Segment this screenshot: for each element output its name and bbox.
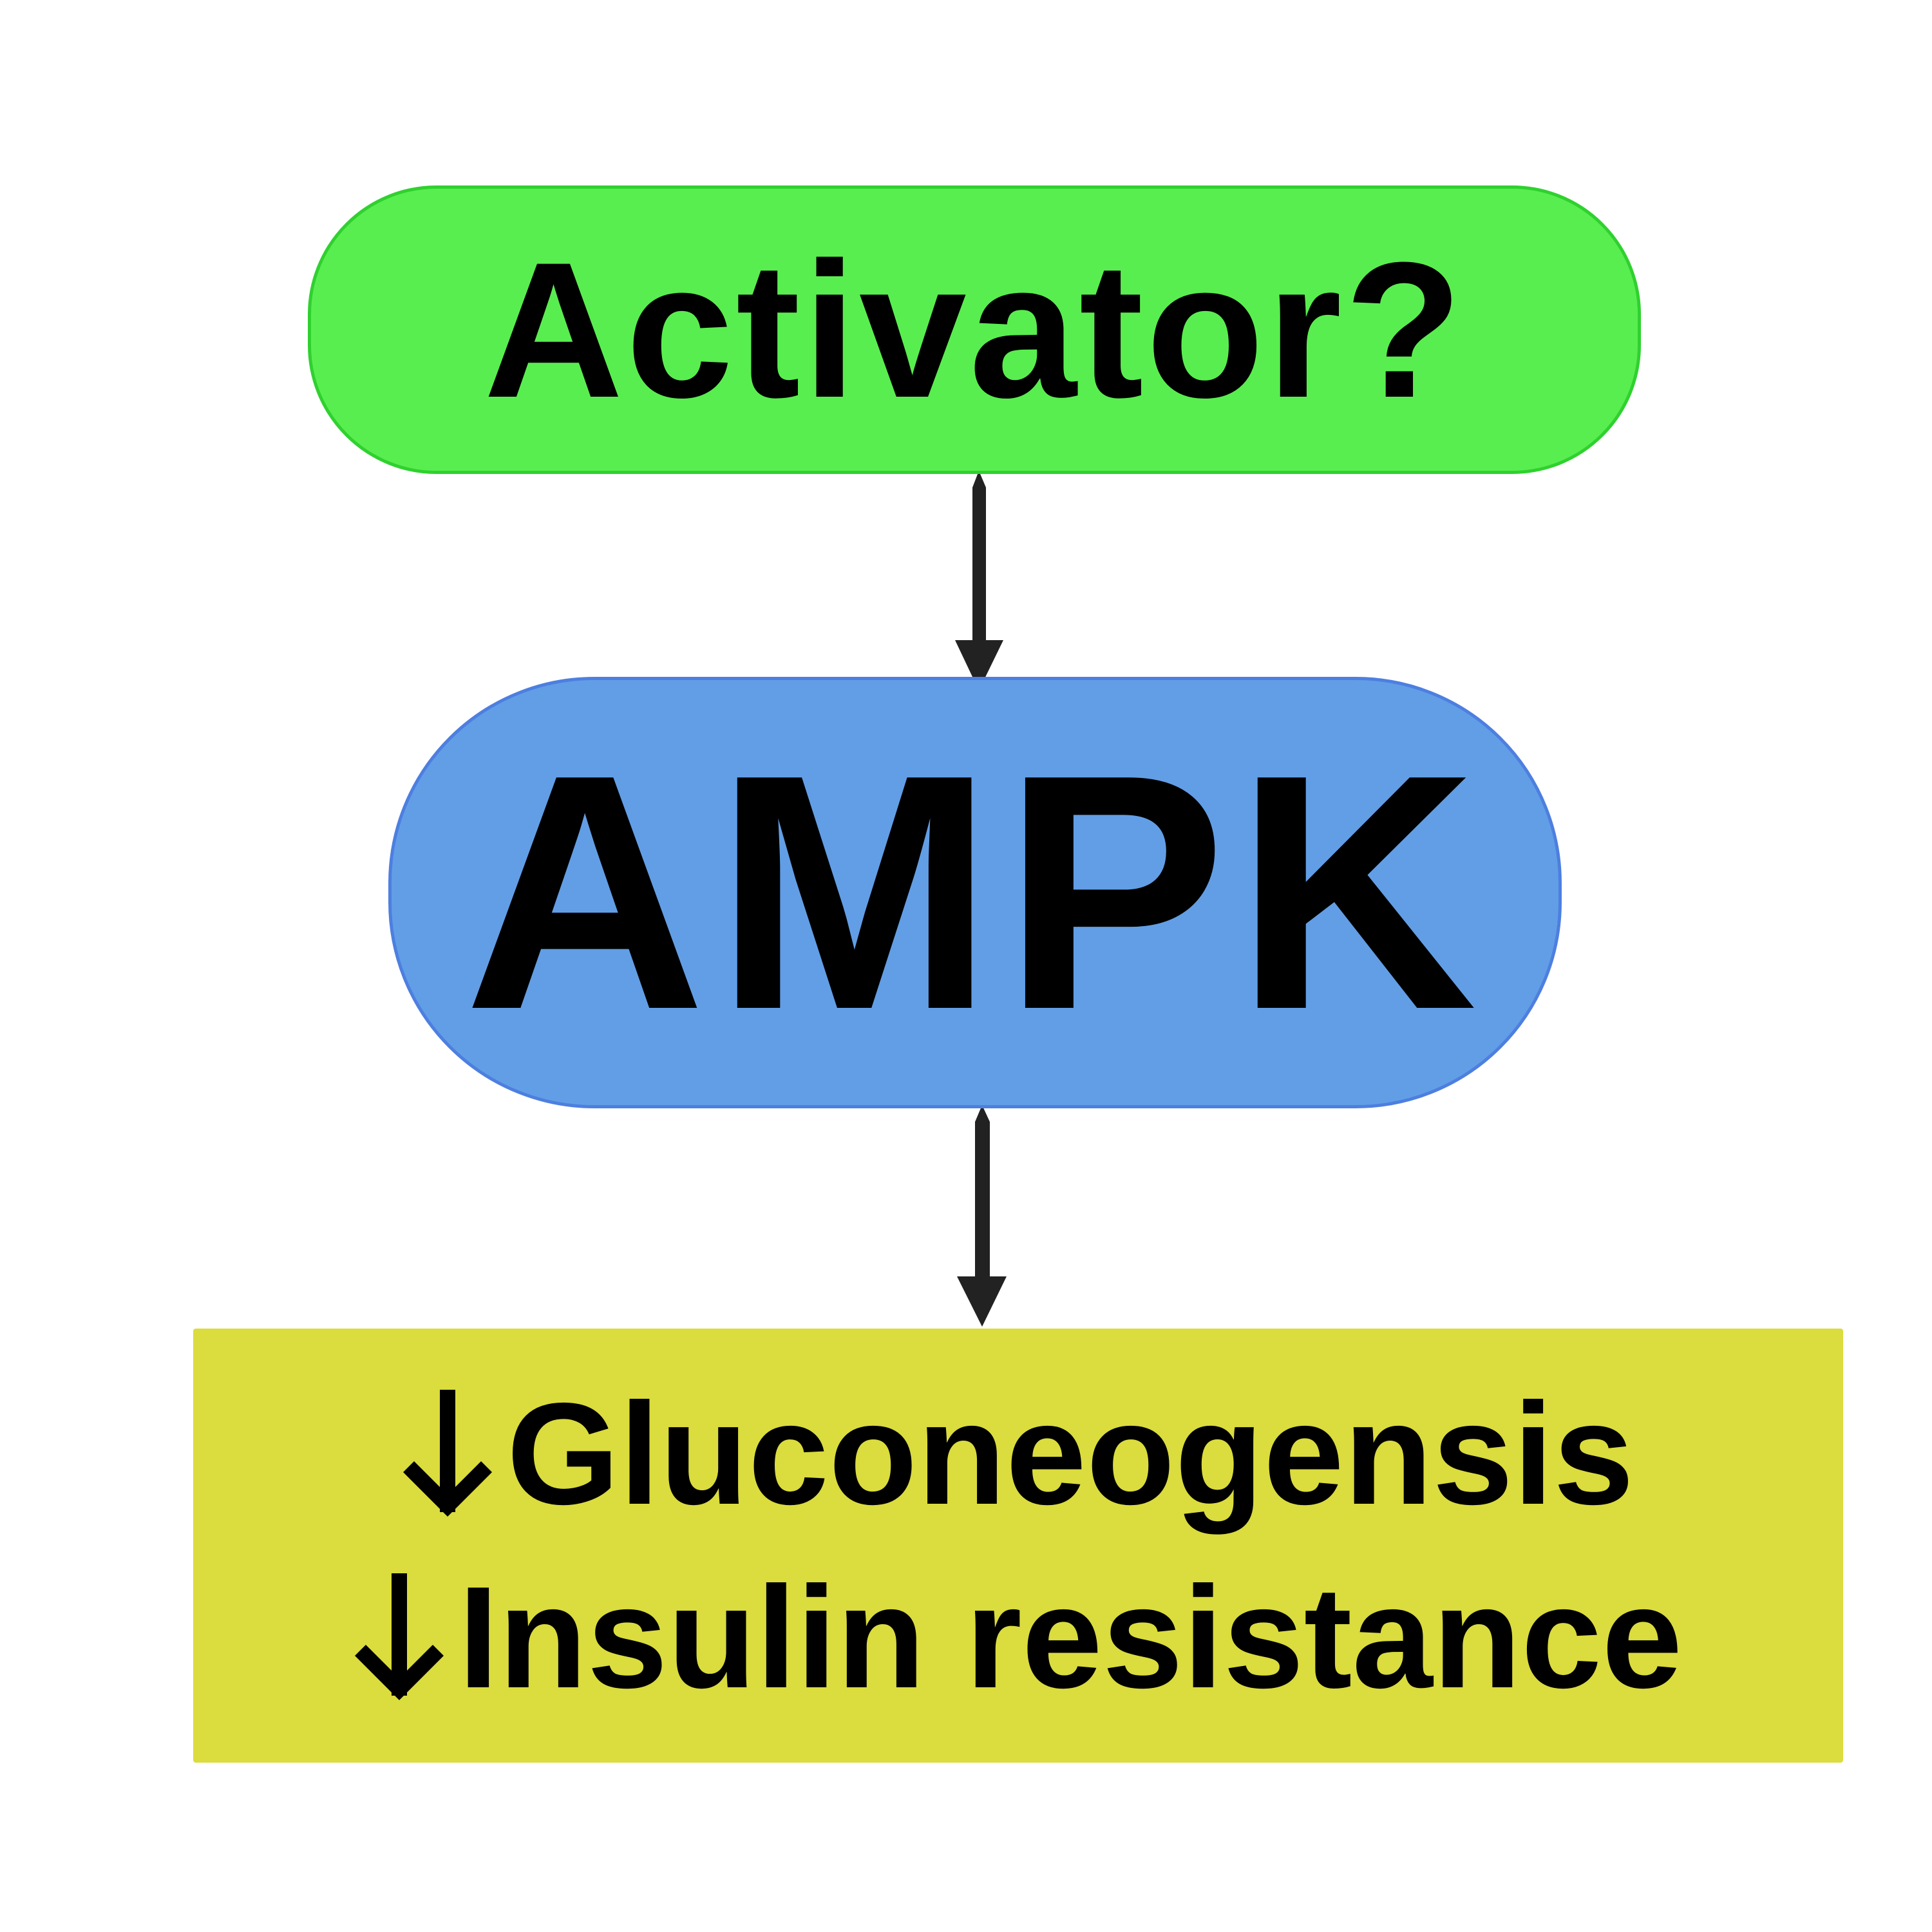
arrow-shaft xyxy=(975,1122,990,1276)
outcomes-box: Gluconeogensis Insulin resistance xyxy=(193,1329,1843,1763)
down-arrow-icon xyxy=(402,1389,492,1517)
arrow-head xyxy=(955,640,1003,690)
arrow-shaft xyxy=(972,488,986,640)
arrow-tail-tip xyxy=(972,471,986,488)
outcome-label: Insulin resistance xyxy=(458,1556,1683,1718)
arrow-head xyxy=(957,1276,1007,1327)
outcome-item: Gluconeogensis xyxy=(402,1362,1634,1546)
outcome-item: Insulin resistance xyxy=(354,1546,1683,1729)
down-arrow-icon xyxy=(354,1573,444,1700)
arrow-activator-to-ampk xyxy=(955,471,1003,690)
activator-node: Activator? xyxy=(308,185,1641,474)
ampk-node: AMPK xyxy=(388,677,1562,1108)
arrow-tail-tip xyxy=(975,1105,990,1122)
ampk-label: AMPK xyxy=(464,705,1486,1079)
activator-label: Activator? xyxy=(484,222,1465,438)
arrow-ampk-to-outcomes xyxy=(957,1105,1007,1327)
outcome-label: Gluconeogensis xyxy=(506,1372,1634,1535)
